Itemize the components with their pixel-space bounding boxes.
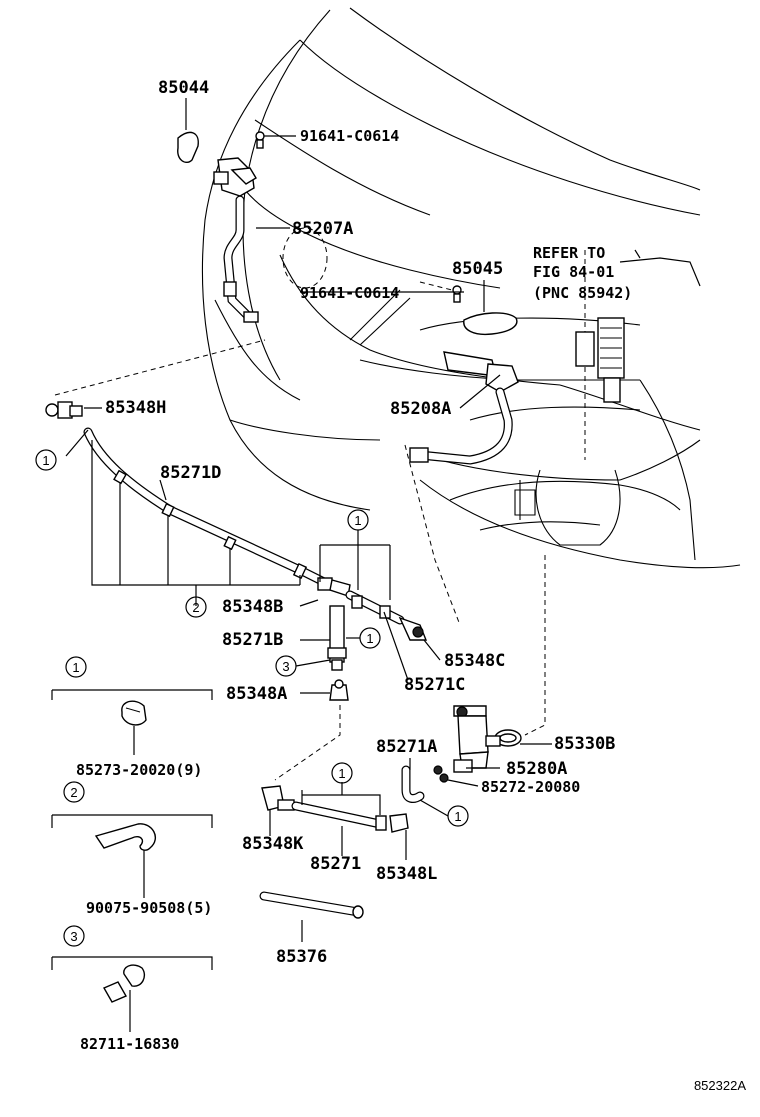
hose-85271-lower xyxy=(261,782,409,833)
car-body-outline xyxy=(201,7,741,569)
label-85271: 85271 xyxy=(310,854,361,874)
svg-text:3: 3 xyxy=(282,659,289,674)
label-legend2-part: 90075-90508(5) xyxy=(86,899,212,917)
callout-1-top: 1 xyxy=(347,509,369,531)
label-85044: 85044 xyxy=(158,78,209,98)
label-85348a: 85348A xyxy=(226,684,287,704)
label-85207a: 85207A xyxy=(292,219,353,239)
callout-2-bracket: 2 xyxy=(185,596,207,618)
label-legend3-part: 82711-16830 xyxy=(80,1035,179,1053)
callout-circle xyxy=(35,449,57,471)
label-refer-line1: REFER TO xyxy=(533,244,605,262)
cover-85045 xyxy=(463,312,518,336)
label-85272: 85272-20080 xyxy=(481,778,580,796)
washer-cap-85044 xyxy=(177,131,199,164)
svg-text:3: 3 xyxy=(70,929,77,944)
label-85376: 85376 xyxy=(276,947,327,967)
label-85271a: 85271A xyxy=(376,737,437,757)
nozzle-assembly-85207a xyxy=(213,131,265,323)
svg-text:1: 1 xyxy=(354,513,361,528)
svg-text:2: 2 xyxy=(70,785,77,800)
label-85271d: 85271D xyxy=(160,463,221,483)
svg-text:1: 1 xyxy=(42,453,49,468)
callout-3-mid: 3 xyxy=(275,655,297,677)
pump-assembly-lower xyxy=(401,705,522,803)
label-refer-line3: (PNC 85942) xyxy=(533,284,632,302)
label-leaders xyxy=(65,98,701,860)
nozzle-assembly-85208a xyxy=(409,351,519,465)
label-91641-top: 91641-C0614 xyxy=(300,127,399,145)
label-85045: 85045 xyxy=(452,259,503,279)
label-85208a: 85208A xyxy=(390,399,451,419)
bolt-91641-mid xyxy=(452,285,462,303)
label-91641-mid: 91641-C0614 xyxy=(300,284,399,302)
label-85348k: 85348K xyxy=(242,834,304,854)
label-refer-line2: FIG 84-01 xyxy=(533,263,614,281)
label-85348b: 85348B xyxy=(222,597,283,617)
svg-text:1: 1 xyxy=(338,766,345,781)
legend-clips xyxy=(51,689,303,1032)
hose-assembly-85271d xyxy=(45,401,428,701)
label-85330b: 85330B xyxy=(554,734,615,754)
label-85348c: 85348C xyxy=(444,651,505,671)
washer-pump-ref xyxy=(575,317,625,403)
label-85348h: 85348H xyxy=(105,398,166,418)
label-85348l: 85348L xyxy=(376,864,437,884)
svg-text:2: 2 xyxy=(192,600,199,615)
callout-1-lower: 1 xyxy=(331,762,353,784)
svg-text:1: 1 xyxy=(454,809,461,824)
dashed-leader-lines xyxy=(54,250,586,781)
diagram-id: 852322A xyxy=(694,1078,746,1093)
label-85280a: 85280A xyxy=(506,759,567,779)
label-85271c: 85271C xyxy=(404,675,465,695)
svg-text:1: 1 xyxy=(72,660,79,675)
legend-callout-1: 1 xyxy=(65,656,87,678)
callout-1-mid: 1 xyxy=(359,627,381,649)
hose-85376 xyxy=(259,891,364,919)
callout-1-left: 1 xyxy=(35,449,57,471)
svg-text:1: 1 xyxy=(366,631,373,646)
label-85271b: 85271B xyxy=(222,630,283,650)
legend-callout-2: 2 xyxy=(63,781,85,803)
label-legend1-part: 85273-20020(9) xyxy=(76,761,202,779)
legend-callout-3: 3 xyxy=(63,925,85,947)
callout-1-right: 1 xyxy=(447,805,469,827)
